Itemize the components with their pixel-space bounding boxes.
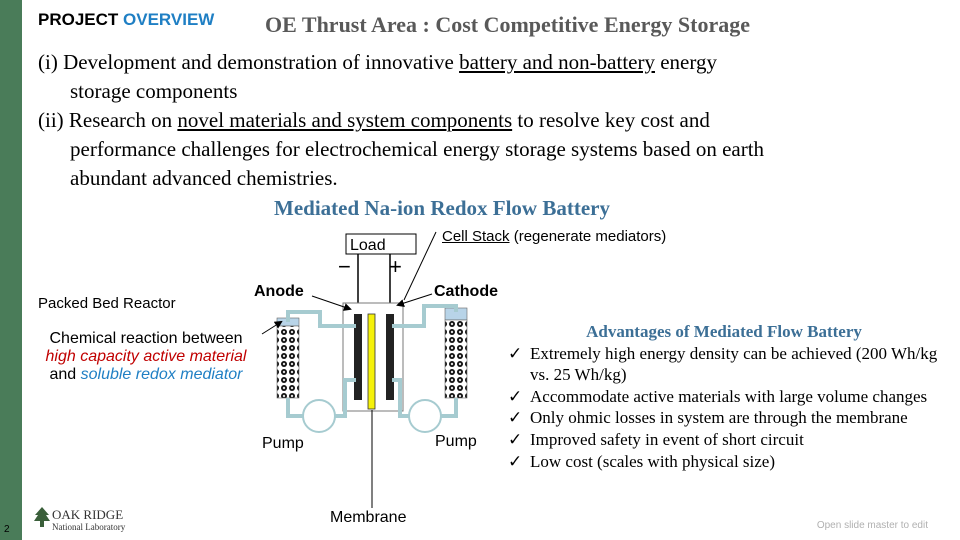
body-text: (i) Development and demonstration of inn… — [38, 48, 938, 193]
advantage-item: ✓ Only ohmic losses in system are through… — [508, 407, 940, 429]
cathode-label: Cathode — [434, 283, 498, 300]
load-label: Load — [350, 237, 386, 254]
cathode-electrode — [386, 314, 394, 400]
overview-label: OVERVIEW — [123, 10, 215, 29]
checkmark-icon: ✓ — [508, 451, 523, 471]
section-label: PROJECT OVERVIEW — [38, 10, 214, 30]
chem-redox-mediator: soluble redox mediator — [80, 366, 243, 383]
membrane-label: Membrane — [330, 509, 407, 526]
plus-sign: + — [389, 254, 402, 279]
item-1-line2: storage components — [70, 79, 238, 103]
left-pump-label: Pump — [262, 435, 304, 452]
left-reactor — [276, 325, 300, 399]
item-2-line3: abundant advanced chemistries. — [70, 166, 338, 190]
advantage-item: ✓ Improved safety in event of short circu… — [508, 429, 940, 451]
chem-active-material: high capacity active material — [45, 348, 247, 365]
item-2: (ii) Research on novel materials and sys… — [38, 106, 938, 135]
chemical-reaction-note: Chemical reaction between high capacity … — [30, 330, 262, 384]
chem-line-3: and soluble redox mediator — [30, 366, 262, 384]
left-flow-loop — [286, 310, 356, 418]
load-box — [345, 233, 417, 255]
ornl-logo-icon — [34, 507, 50, 527]
item-1-prefix: (i) Development and demonstration of inn… — [38, 50, 460, 74]
advantage-text: Low cost (scales with physical size) — [530, 451, 776, 471]
right-pump — [408, 399, 442, 433]
item-1-suffix: energy — [654, 50, 717, 74]
packed-bed-label: Packed Bed Reactor — [38, 295, 176, 312]
item-2-prefix: (ii) Research on — [38, 108, 178, 132]
checkmark-icon: ✓ — [508, 386, 523, 406]
item-2-line2: performance challenges for electrochemic… — [70, 137, 765, 161]
logo-line-2: National Laboratory — [52, 522, 126, 532]
advantages-list: ✓ Extremely high energy density can be ac… — [508, 343, 940, 473]
advantage-item: ✓ Accommodate active materials with large… — [508, 386, 940, 408]
checkmark-icon: ✓ — [508, 408, 523, 428]
chem-line-1: Chemical reaction between — [49, 330, 243, 347]
item-1: (i) Development and demonstration of inn… — [38, 48, 938, 77]
item-2-underlined: novel materials and system components — [177, 108, 513, 132]
advantage-item: ✓ Extremely high energy density can be ac… — [508, 343, 940, 386]
item-2-suffix: to resolve key cost and — [512, 108, 710, 132]
checkmark-icon: ✓ — [508, 429, 523, 449]
minus-sign: − — [338, 254, 351, 279]
right-reactor — [444, 319, 468, 399]
advantages-panel: Advantages of Mediated Flow Battery ✓ Ext… — [508, 321, 940, 472]
ornl-logo-text: OAK RIDGE National Laboratory — [52, 507, 126, 533]
cell-stack-suffix: (regenerate mediators) — [509, 228, 667, 245]
advantages-title: Advantages of Mediated Flow Battery — [586, 322, 862, 341]
anode-label: Anode — [254, 283, 304, 300]
checkmark-icon: ✓ — [508, 343, 523, 363]
advantage-text: Extremely high energy density can be ach… — [530, 343, 938, 385]
page-number: 2 — [4, 524, 10, 535]
right-flow-loop — [392, 304, 458, 418]
left-pump — [302, 399, 336, 433]
advantage-item: ✓ Low cost (scales with physical size) — [508, 451, 940, 473]
page-title: OE Thrust Area : Cost Competitive Energy… — [265, 12, 750, 37]
membrane — [367, 313, 376, 410]
logo-line-1: OAK RIDGE — [52, 507, 124, 522]
anode-electrode — [354, 314, 362, 400]
master-note: Open slide master to edit — [816, 520, 928, 531]
item-1-underlined: battery and non-battery — [459, 50, 655, 74]
advantage-text: Accommodate active materials with large … — [530, 386, 928, 406]
advantage-text: Improved safety in event of short circui… — [530, 429, 804, 449]
diagram-title: Mediated Na-ion Redox Flow Battery — [274, 196, 610, 220]
advantage-text: Only ohmic losses in system are through … — [530, 408, 908, 428]
cell-stack-label: Cell Stack (regenerate mediators) — [442, 228, 666, 245]
chem-and: and — [49, 366, 81, 383]
right-pump-label: Pump — [435, 433, 477, 450]
cell-stack-underlined: Cell Stack — [442, 228, 510, 245]
project-label: PROJECT — [38, 10, 119, 29]
left-accent-bar — [0, 0, 22, 540]
